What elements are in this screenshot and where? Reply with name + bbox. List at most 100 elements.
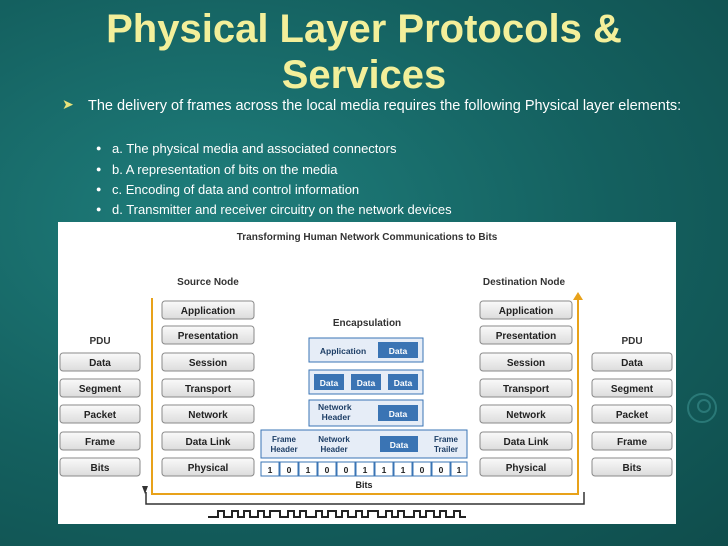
- pdu-item: Frame: [591, 431, 673, 451]
- pdu-item: Data: [59, 352, 141, 372]
- bit-cell: 1: [298, 461, 318, 477]
- pdu-column-right: Data Segment Packet Frame Bits: [591, 352, 673, 477]
- svg-text:1: 1: [306, 465, 311, 475]
- bit-signal-waveform: [208, 510, 466, 518]
- encapsulation-row-1: Application Data: [308, 337, 424, 363]
- pdu-item: Frame: [59, 431, 141, 451]
- svg-text:Session: Session: [189, 358, 227, 369]
- bits-row: 1 0 1 0 0 1 1 1 0 0 1 Bits: [260, 461, 468, 490]
- destination-layer: Transport: [479, 378, 573, 398]
- sub-item: ●c. Encoding of data and control informa…: [96, 182, 360, 197]
- destination-layer: Network: [479, 404, 573, 424]
- svg-text:Application: Application: [181, 306, 235, 317]
- encapsulation-row-3: Network Header Data: [308, 399, 424, 427]
- bit-cell: 1: [260, 461, 280, 477]
- svg-text:Physical: Physical: [188, 463, 229, 474]
- svg-text:Network: Network: [506, 410, 546, 421]
- return-flow-arrow: [145, 492, 585, 505]
- svg-text:Session: Session: [507, 358, 545, 369]
- source-layer: Presentation: [161, 325, 255, 345]
- osi-figure: Transforming Human Network Communication…: [58, 222, 676, 524]
- svg-text:0: 0: [344, 465, 349, 475]
- main-bullet-text: The delivery of frames across the local …: [88, 98, 682, 114]
- decorative-swirl-icon: [687, 393, 717, 423]
- svg-text:Data Link: Data Link: [185, 437, 230, 448]
- encapsulation-label: Encapsulation: [333, 318, 401, 329]
- pdu-item: Packet: [59, 404, 141, 424]
- svg-text:Network: Network: [188, 410, 228, 421]
- bit-cell: 0: [317, 461, 337, 477]
- bit-cell: 1: [450, 461, 468, 477]
- slide-title: Physical Layer Protocols &: [106, 7, 622, 51]
- bits-label: Bits: [355, 480, 372, 490]
- dot-bullet-icon: ●: [96, 164, 102, 174]
- svg-text:0: 0: [287, 465, 292, 475]
- svg-text:Packet: Packet: [84, 410, 117, 421]
- bit-cell: 1: [393, 461, 413, 477]
- label-line-2: Header: [320, 445, 347, 454]
- destination-layer: Session: [479, 352, 573, 372]
- destination-layer: Physical: [479, 457, 573, 477]
- sub-item: ●b. A representation of bits on the medi…: [96, 162, 338, 177]
- svg-text:Data: Data: [357, 378, 376, 388]
- svg-text:1: 1: [363, 465, 368, 475]
- svg-text:1: 1: [457, 465, 462, 475]
- svg-text:Frame: Frame: [617, 437, 647, 448]
- svg-text:0: 0: [439, 465, 444, 475]
- source-node-label: Source Node: [177, 277, 239, 288]
- encapsulation-row-2: Data Data Data: [308, 369, 424, 395]
- svg-text:Data: Data: [320, 378, 339, 388]
- svg-text:Frame: Frame: [85, 437, 115, 448]
- svg-text:Transport: Transport: [503, 384, 550, 395]
- svg-text:Physical: Physical: [506, 463, 547, 474]
- bit-cell: 0: [336, 461, 356, 477]
- pdu-item: Packet: [591, 404, 673, 424]
- source-layer: Data Link: [161, 431, 255, 451]
- svg-text:0: 0: [420, 465, 425, 475]
- destination-layer-stack: Application Presentation Session Transpo…: [479, 300, 573, 477]
- arrow-bullet-icon: ➤: [62, 96, 74, 112]
- svg-text:1: 1: [401, 465, 406, 475]
- dot-bullet-icon: ●: [96, 184, 102, 194]
- svg-text:Bits: Bits: [91, 463, 110, 474]
- bit-cell: 1: [374, 461, 394, 477]
- svg-text:Application: Application: [320, 346, 366, 356]
- dot-bullet-icon: ●: [96, 204, 102, 214]
- svg-text:Data: Data: [389, 346, 408, 356]
- pdu-item: Bits: [59, 457, 141, 477]
- osi-diagram: Transforming Human Network Communication…: [59, 232, 673, 518]
- svg-text:Segment: Segment: [611, 384, 654, 395]
- svg-text:Data: Data: [389, 409, 408, 419]
- pdu-label-right: PDU: [621, 336, 642, 347]
- svg-text:Presentation: Presentation: [496, 331, 557, 342]
- source-layer: Application: [161, 300, 255, 320]
- pdu-item: Data: [591, 352, 673, 372]
- source-layer: Network: [161, 404, 255, 424]
- pdu-column-left: Data Segment Packet Frame Bits: [59, 352, 141, 477]
- svg-text:Presentation: Presentation: [178, 331, 239, 342]
- slide-title-line2: Services: [281, 53, 447, 97]
- destination-node-label: Destination Node: [483, 277, 566, 288]
- bit-cell: 0: [431, 461, 451, 477]
- svg-text:Segment: Segment: [79, 384, 122, 395]
- arrow-down-icon: [142, 486, 148, 494]
- destination-layer: Application: [479, 300, 573, 320]
- svg-text:0: 0: [325, 465, 330, 475]
- svg-text:Data Link: Data Link: [503, 437, 548, 448]
- svg-text:1: 1: [382, 465, 387, 475]
- bit-cell: 0: [412, 461, 432, 477]
- network-header-label: Network Header: [318, 402, 354, 422]
- pdu-item: Segment: [591, 378, 673, 398]
- sub-item: ●d. Transmitter and receiver circuitry o…: [96, 202, 452, 217]
- svg-text:Bits: Bits: [623, 463, 642, 474]
- bit-cell: 1: [355, 461, 375, 477]
- label-line-2: Trailer: [434, 445, 458, 454]
- figure-title: Transforming Human Network Communication…: [237, 232, 498, 243]
- label-line-2: Header: [322, 412, 352, 422]
- svg-text:Data: Data: [89, 358, 111, 369]
- svg-text:Packet: Packet: [616, 410, 649, 421]
